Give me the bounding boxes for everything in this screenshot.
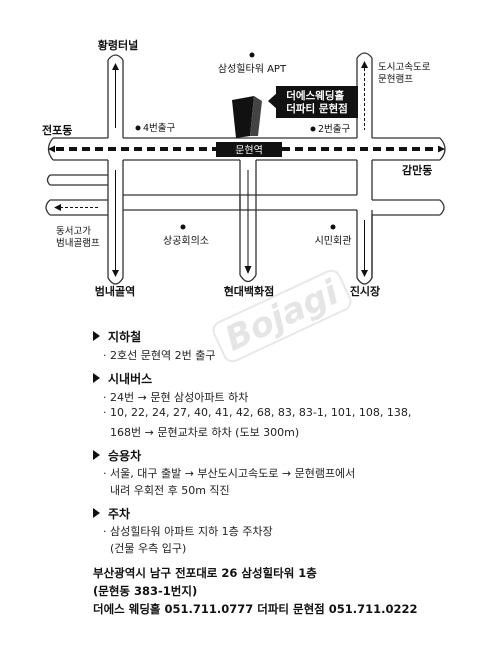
bus-line-2: · 10, 22, 24, 27, 40, 41, 42, 68, 83, 83… <box>103 406 412 419</box>
section-parking: 주차 <box>93 505 130 522</box>
triangle-bullet-icon <box>93 450 100 460</box>
label-hyundai-dept: 현대백화점 <box>224 284 275 298</box>
label-citizens-hall: 시민회관 <box>315 235 352 247</box>
station-label: 문현역 <box>235 145 263 157</box>
label-jeonpo: 전포동 <box>42 123 72 137</box>
label-ramp-line1: 도시고속도로 <box>378 62 431 73</box>
venue-building <box>232 96 254 138</box>
label-chamber-of-commerce: 상공회의소 <box>163 235 209 247</box>
label-overpass-line2: 범내골램프 <box>56 237 100 249</box>
car-line-2: 내려 우회전 후 50m 직진 <box>110 484 230 497</box>
svg-text:도시고속도로 문현램프: 도시고속도로 문현램프 <box>378 62 433 85</box>
label-gamman: 감만동 <box>402 163 432 177</box>
bus-line-1: · 24번 → 문현 삼성아파트 하차 <box>103 391 249 404</box>
label-exit4: 4번출구 <box>143 123 176 134</box>
contact-phones: 더에스 웨딩홀 051.711.0777 더파티 문현점 051.711.022… <box>93 602 418 616</box>
address-line-1: 부산광역시 남구 전포대로 26 삼성힐타워 1층 <box>93 566 317 580</box>
svg-text:동서고가 범내골램프: 동서고가 범내골램프 <box>56 226 100 249</box>
label-jinsijang: 진시장 <box>350 284 380 298</box>
label-overpass-line1: 동서고가 <box>56 226 91 237</box>
subway-line-1: · 2호선 문현역 2번 출구 <box>103 349 216 362</box>
bus-line-3: 168번 → 문현교차로 하차 (도보 300m) <box>110 426 300 439</box>
section-bus-title: 시내버스 <box>108 372 153 386</box>
label-samsung-hilltower: 삼성힐타워 APT <box>218 62 287 75</box>
station-box <box>216 142 282 157</box>
parking-line-1: · 삼성힐타워 아파트 지하 1층 주차장 <box>103 525 273 538</box>
label-beomnaegol: 범내골역 <box>95 284 135 298</box>
triangle-bullet-icon <box>93 373 100 383</box>
parking-line-2: (건물 우측 입구) <box>110 542 187 555</box>
watermark-logo: Bojagi <box>209 266 355 366</box>
venue-callout <box>276 86 358 118</box>
label-exit2: 2번출구 <box>318 124 351 135</box>
section-subway-title: 지하철 <box>108 330 142 344</box>
car-line-1: · 서울, 대구 출발 → 부산도시고속도로 → 문현램프에서 <box>103 467 356 480</box>
section-car: 승용차 <box>93 447 141 464</box>
section-car-title: 승용차 <box>108 449 142 463</box>
location-map: 문현역 더에스웨딩홀 더파티 문현점 황령터널 삼성힐타워 APT <box>42 38 446 298</box>
section-parking-title: 주차 <box>108 507 131 521</box>
venue-name-line1: 더에스웨딩홀 <box>286 89 344 102</box>
triangle-bullet-icon <box>93 331 100 341</box>
label-hwangnyeong-tunnel: 황령터널 <box>98 38 138 52</box>
svg-text:더에스웨딩홀 더파티 문현점: 더에스웨딩홀 더파티 문현점 <box>286 89 348 115</box>
venue-name-line2: 더파티 문현점 <box>286 102 348 115</box>
section-subway: 지하철 <box>93 328 141 345</box>
triangle-bullet-icon <box>93 508 100 518</box>
label-ramp-line2: 문현램프 <box>378 73 413 85</box>
section-bus: 시내버스 <box>93 370 152 387</box>
address-line-2: (문현동 383-1번지) <box>93 584 198 598</box>
